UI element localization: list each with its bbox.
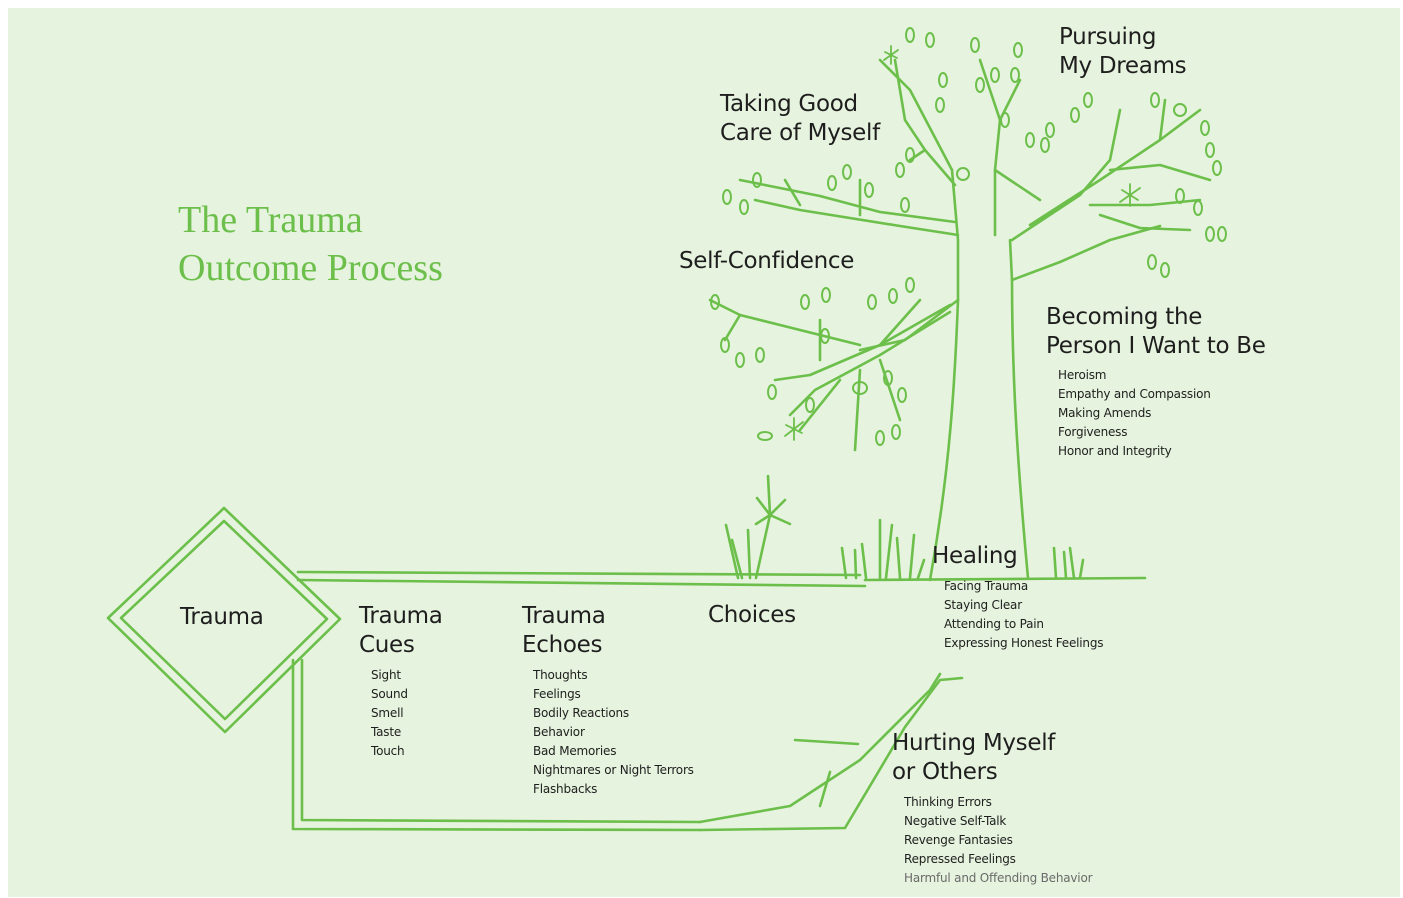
node-hurting: Hurting Myself or Others: [892, 729, 1055, 787]
title-line-1: The Trauma: [178, 199, 363, 241]
healing-list: Facing Trauma Staying Clear Attending to…: [944, 577, 1104, 653]
list-item: Touch: [371, 744, 405, 758]
node-becoming: Becoming the Person I Want to Be: [1046, 303, 1266, 361]
node-self-confidence: Self-Confidence: [679, 248, 855, 274]
list-item: Empathy and Compassion: [1058, 387, 1211, 401]
node-pursuing-dreams: Pursuing My Dreams: [1059, 23, 1187, 81]
list-item: Feelings: [533, 687, 581, 701]
leaves: [710, 27, 1227, 446]
diagram-background: [8, 8, 1400, 897]
path-to-tree: [296, 570, 867, 588]
hurting-branch: [698, 672, 964, 832]
becoming-line-2: Person I Want to Be: [1046, 333, 1266, 359]
sparkles: [784, 45, 1141, 441]
list-item: Attending to Pain: [944, 617, 1044, 631]
trauma-cues-list: Sight Sound Smell Taste Touch: [371, 666, 408, 761]
node-trauma-echoes: Trauma Echoes: [522, 602, 606, 660]
list-item: Harmful and Offending Behavior: [904, 871, 1093, 885]
list-item: Staying Clear: [944, 598, 1022, 612]
trauma-cues-line-2: Cues: [359, 632, 415, 658]
ground-line: [863, 576, 1147, 582]
list-item: Nightmares or Night Terrors: [533, 763, 694, 777]
list-item: Expressing Honest Feelings: [944, 636, 1104, 650]
list-item: Repressed Feelings: [904, 852, 1016, 866]
becoming-list: Heroism Empathy and Compassion Making Am…: [1058, 366, 1211, 461]
list-item: Flashbacks: [533, 782, 598, 796]
list-item: Smell: [371, 706, 404, 720]
trauma-echoes-list: Thoughts Feelings Bodily Reactions Behav…: [533, 666, 694, 799]
branch-taking-care: [738, 58, 960, 237]
title-line-2: Outcome Process: [178, 247, 443, 289]
trauma-diamond: [106, 506, 342, 734]
list-item: Bad Memories: [533, 744, 617, 758]
list-item: Behavior: [533, 725, 585, 739]
hurting-line-1: Hurting Myself: [892, 730, 1056, 756]
flower: [754, 474, 792, 580]
list-item: Bodily Reactions: [533, 706, 629, 720]
branch-pursuing: [978, 58, 1212, 242]
list-item: Honor and Integrity: [1058, 444, 1172, 458]
node-taking-care: Taking Good Care of Myself: [720, 90, 880, 148]
hurting-line-2: or Others: [892, 759, 998, 785]
list-item: Sight: [371, 668, 401, 682]
path-to-hurting: [291, 658, 702, 832]
pursuing-line-2: My Dreams: [1059, 53, 1187, 79]
list-item: Sound: [371, 687, 408, 701]
list-item: Revenge Fantasies: [904, 833, 1013, 847]
trauma-echoes-line-2: Echoes: [522, 632, 603, 658]
node-trauma: Trauma: [180, 604, 264, 630]
pursuing-line-1: Pursuing: [1059, 24, 1157, 50]
diagram-title: The Trauma Outcome Process: [178, 196, 443, 292]
trauma-echoes-line-1: Trauma: [522, 603, 606, 629]
list-item: Thoughts: [533, 668, 588, 682]
node-trauma-cues: Trauma Cues: [359, 602, 443, 660]
list-item: Thinking Errors: [904, 795, 992, 809]
taking-care-line-1: Taking Good: [720, 91, 858, 117]
grass: [724, 518, 1085, 580]
list-item: Negative Self-Talk: [904, 814, 1007, 828]
list-item: Taste: [371, 725, 402, 739]
node-healing: Healing: [932, 543, 1018, 569]
taking-care-line-2: Care of Myself: [720, 120, 880, 146]
list-item: Heroism: [1058, 368, 1107, 382]
hurting-list: Thinking Errors Negative Self-Talk Reven…: [904, 793, 1093, 888]
becoming-line-1: Becoming the: [1046, 304, 1203, 330]
list-item: Making Amends: [1058, 406, 1152, 420]
node-choices: Choices: [708, 602, 796, 628]
trauma-cues-line-1: Trauma: [359, 603, 443, 629]
list-item: Forgiveness: [1058, 425, 1128, 439]
list-item: Facing Trauma: [944, 579, 1029, 593]
branch-self-confidence: [708, 298, 952, 452]
